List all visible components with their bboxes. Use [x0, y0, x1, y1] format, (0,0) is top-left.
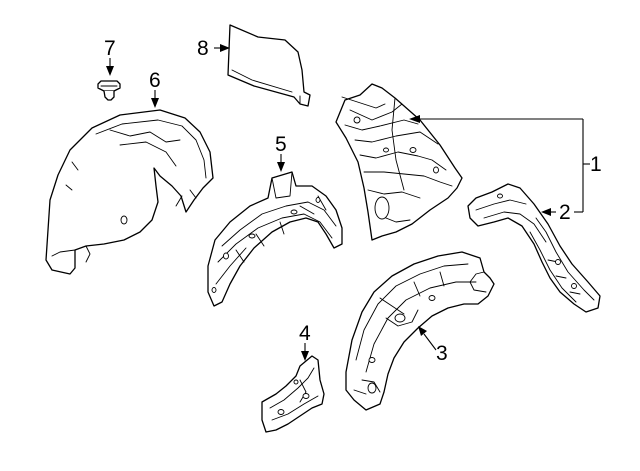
- callout-8: 8: [197, 37, 209, 60]
- part-8-panel-extension[interactable]: [227, 24, 311, 107]
- callout-5: 5: [275, 133, 287, 156]
- callout-2: 2: [559, 201, 571, 224]
- part-1-inner-panel-assembly[interactable]: [335, 83, 463, 241]
- leader-3: [418, 326, 437, 351]
- part-3-wheelhouse-panel[interactable]: [345, 251, 495, 411]
- part-5-inner-wheelhouse[interactable]: [207, 171, 343, 307]
- part-6-wheelhouse-liner[interactable]: [45, 109, 214, 275]
- callout-6: 6: [149, 69, 161, 92]
- leader-1: [409, 115, 590, 213]
- leader-6: [151, 90, 159, 108]
- callout-1: 1: [590, 153, 602, 176]
- leader-8: [214, 44, 230, 52]
- leader-2: [541, 208, 556, 216]
- leader-5: [277, 154, 285, 172]
- part-7-clip[interactable]: [97, 80, 121, 101]
- leader-7: [106, 58, 114, 76]
- part-4-bracket[interactable]: [261, 355, 325, 433]
- callout-4: 4: [299, 322, 311, 345]
- callout-7: 7: [104, 37, 116, 60]
- leader-4: [301, 343, 309, 361]
- part-2-wheelhouse-outer[interactable]: [467, 183, 601, 313]
- callout-3: 3: [436, 342, 448, 365]
